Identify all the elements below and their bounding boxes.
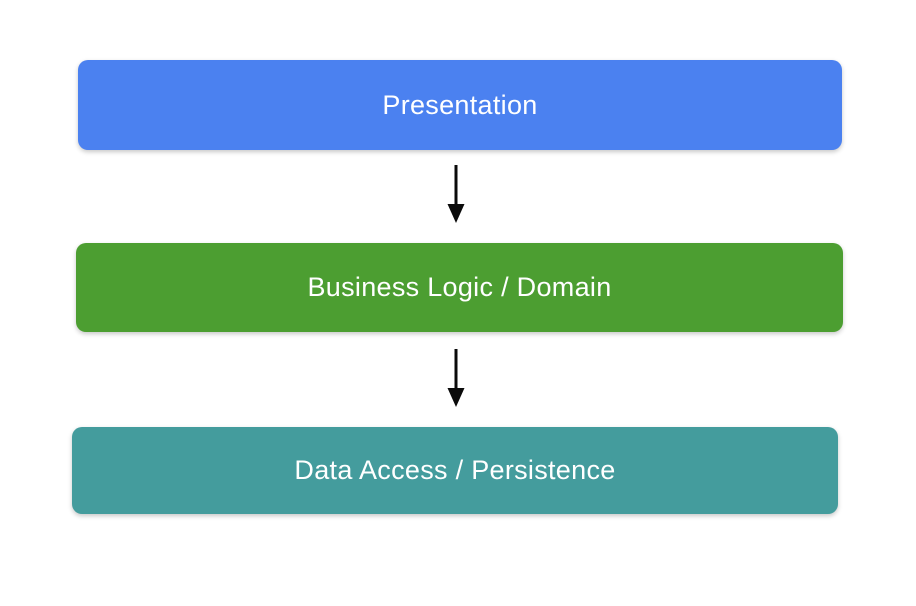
- layer-box-data-access: Data Access / Persistence: [72, 427, 838, 514]
- down-arrow-icon: [447, 349, 465, 407]
- down-arrow-head: [447, 204, 465, 223]
- layer-label-presentation: Presentation: [382, 89, 538, 120]
- layer-box-presentation: Presentation: [78, 60, 842, 150]
- down-arrow-head: [447, 388, 465, 407]
- layer-box-business-logic: Business Logic / Domain: [76, 243, 843, 332]
- layer-label-business-logic: Business Logic / Domain: [307, 272, 612, 302]
- layer-label-data-access: Data Access / Persistence: [294, 455, 616, 485]
- down-arrow-icon: [447, 165, 465, 223]
